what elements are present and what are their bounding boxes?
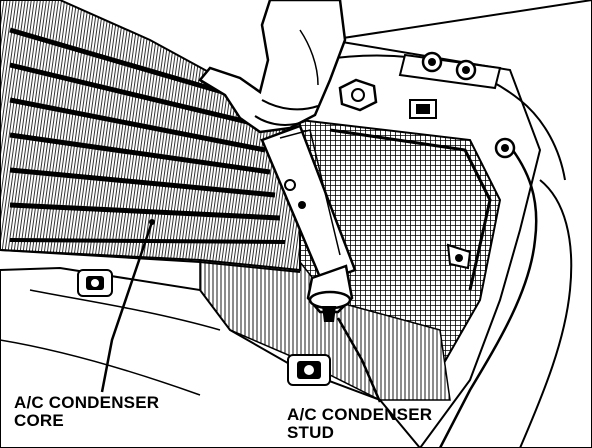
condenser-stud-label-line2: STUD	[287, 423, 335, 442]
leader-lines	[100, 219, 382, 403]
bracket-bolts	[338, 51, 516, 270]
body-panel	[319, 0, 592, 448]
condenser-stud-label: A/C CONDENSER STUD	[287, 406, 432, 442]
lower-floor	[0, 266, 422, 448]
grommet-left	[77, 269, 113, 297]
condenser-core-label-line1: A/C CONDENSER	[14, 393, 160, 412]
condenser-core-label: A/C CONDENSER CORE	[14, 394, 159, 430]
condenser-core	[0, 0, 301, 273]
grommet-lower	[287, 354, 331, 386]
pry-tool	[260, 124, 357, 284]
hand	[198, 0, 347, 134]
condenser-stud-label-line1: A/C CONDENSER	[287, 405, 433, 424]
condenser-core-label-line2: CORE	[14, 411, 64, 430]
condenser-stud	[306, 264, 354, 322]
